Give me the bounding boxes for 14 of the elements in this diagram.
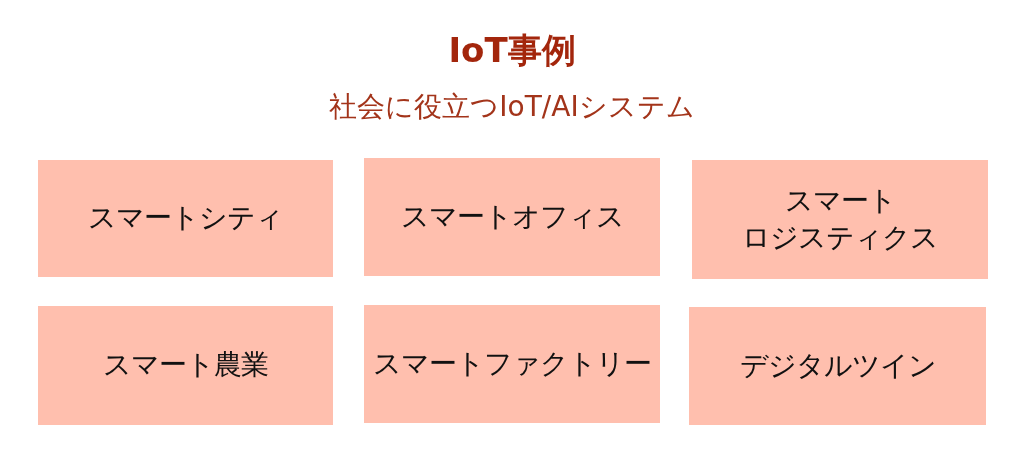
box-label: スマートオフィス bbox=[400, 198, 624, 235]
subtitle: 社会に役立つIoT/AIシステム bbox=[329, 90, 695, 123]
category-box bbox=[692, 160, 988, 279]
box-label: スマート農業 bbox=[103, 347, 268, 384]
box-label: スマートシティ bbox=[88, 200, 283, 237]
category-box bbox=[689, 307, 986, 425]
category-box bbox=[38, 160, 333, 277]
category-box bbox=[364, 158, 660, 276]
title: IoT事例 bbox=[448, 30, 576, 70]
box-label: デジタルツイン bbox=[739, 347, 936, 384]
category-box bbox=[38, 306, 333, 425]
category-box bbox=[364, 305, 660, 423]
box-label: スマートファクトリー bbox=[373, 345, 651, 382]
box-label: スマートロジスティクス bbox=[742, 183, 938, 256]
